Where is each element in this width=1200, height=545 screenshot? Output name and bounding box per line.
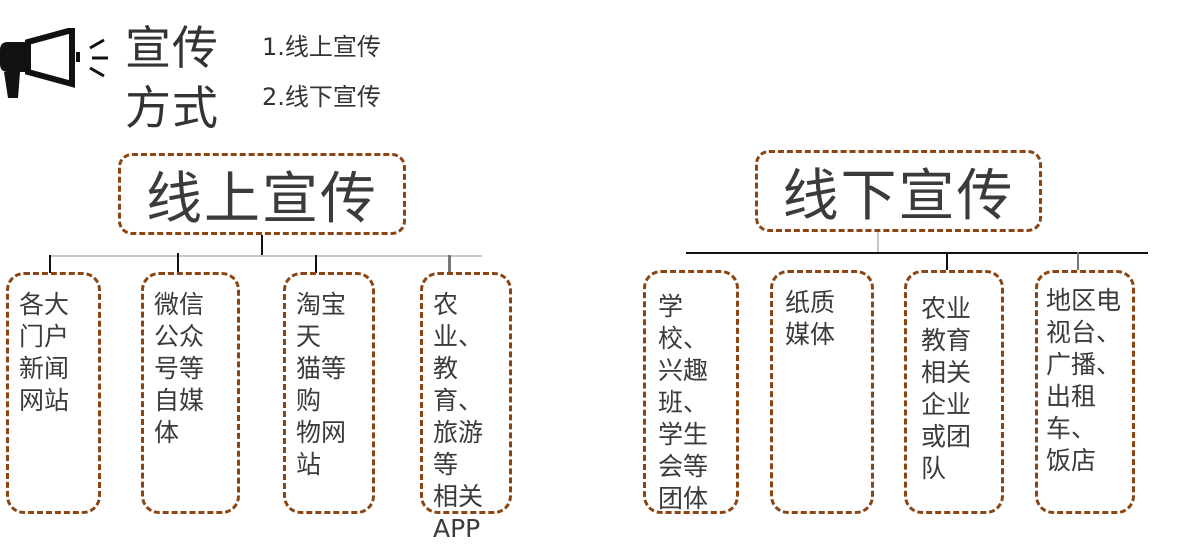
offline-root-node: 线下宣传 — [755, 150, 1042, 232]
offline-drop-4 — [1077, 252, 1079, 270]
online-bus — [50, 255, 482, 257]
online-node-portal-news: 各大 门户 新闻 网站 — [6, 272, 101, 514]
offline-bus — [686, 252, 1148, 254]
online-node-shopping-sites: 淘宝天 猫等购 物网站 — [283, 272, 375, 514]
offline-node-local-tv-radio-taxi: 地区电 视台、 广播、 出租车、 饭店 — [1035, 270, 1135, 514]
offline-stem — [877, 232, 879, 252]
megaphone-icon — [0, 26, 115, 100]
online-node-wechat-media: 微信 公众 号等 自媒 体 — [141, 272, 240, 514]
offline-node-schools-groups: 学校、 兴趣 班、 学生 会等 团体 — [643, 270, 739, 514]
list-item-online: 1.线上宣传 — [262, 33, 381, 61]
online-root-node: 线上宣传 — [118, 153, 406, 235]
offline-drop-3 — [946, 252, 948, 270]
page-title-line2: 方式 — [125, 81, 219, 135]
online-stem — [261, 235, 263, 255]
online-drop-4 — [448, 255, 451, 273]
online-drop-2 — [177, 253, 179, 273]
page-title-line1: 宣传 — [125, 21, 219, 75]
offline-node-agri-edu-companies: 农业 教育 相关 企业 或团 队 — [904, 270, 1004, 514]
online-drop-1 — [49, 255, 51, 273]
list-item-offline: 2.线下宣传 — [262, 83, 381, 111]
online-node-related-apps: 农业、 教育、 旅游等 相关 APP — [420, 272, 512, 543]
offline-node-print-media: 纸质 媒体 — [770, 270, 874, 514]
online-drop-3 — [315, 255, 317, 273]
